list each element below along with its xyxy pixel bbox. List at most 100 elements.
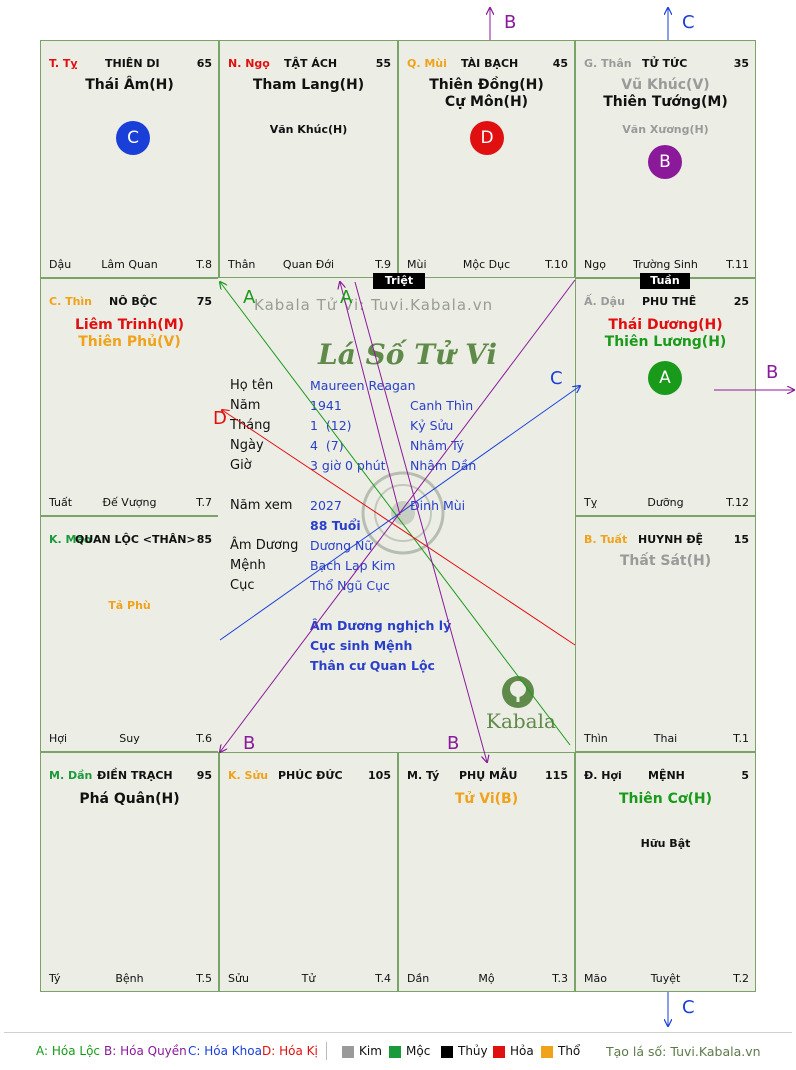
cell-bottom-left: Sửu	[228, 972, 249, 985]
legend-tho: Thổ	[558, 1044, 581, 1058]
cell-bottom-left: Hợi	[49, 732, 68, 745]
cell-score: 45	[552, 57, 568, 70]
watermark-text: Kabala Tử Vi: Tuvi.Kabala.vn	[254, 296, 494, 314]
cell-score: 5	[741, 769, 749, 782]
cell-bottom-mid: Trường Sinh	[633, 258, 698, 271]
label-day: Ngày	[230, 438, 264, 453]
legend-hoa-loc: A: Hóa Lộc	[36, 1044, 101, 1058]
legend-moc: Mộc	[406, 1044, 431, 1058]
cell-palace: MỆNH	[648, 769, 685, 782]
cell-palace: PHÚC ĐỨC	[278, 769, 343, 782]
main-star: Thiên Đồng(H)	[429, 77, 544, 93]
cell-bottom-mid: Đế Vượng	[102, 496, 157, 509]
cell-ngo-horse: N. Ngọ TẬT ÁCH 55 Tham Lang(H) Văn Khúc(…	[219, 40, 398, 278]
cell-palace: TỬ TỨC	[642, 57, 688, 70]
cell-branch: K. Sửu	[228, 769, 269, 782]
main-star: Vũ Khúc(V)	[621, 77, 710, 93]
cell-bottom-mid: Suy	[119, 732, 140, 745]
yin-yang-emblem	[361, 471, 445, 555]
cell-bottom-left: Mão	[584, 972, 607, 985]
cell-branch: T. Tỵ	[49, 57, 78, 70]
minor-star: Tả Phù	[108, 599, 151, 612]
cell-palace: PHỤ MẪU	[459, 769, 518, 782]
cell-score: 75	[196, 295, 212, 308]
cell-palace: TÀI BẠCH	[461, 57, 519, 70]
arrow-label-top-c: C	[682, 12, 695, 33]
cell-bottom-right: T.9	[375, 258, 391, 271]
legend-hoa: Hỏa	[510, 1044, 534, 1058]
cell-bottom-mid: Mộ	[478, 972, 495, 985]
legend-tho-swatch	[541, 1046, 553, 1058]
cell-ty-snake: T. Tỵ THIÊN DI 65 Thái Âm(H) C Dậu Lâm Q…	[40, 40, 219, 278]
arrow-label-bottom-c: C	[682, 997, 695, 1018]
main-star: Thái Âm(H)	[85, 77, 174, 93]
badge-d: D	[470, 121, 504, 155]
cell-bottom-right: T.7	[196, 496, 212, 509]
value-hour: 3 giờ 0 phút	[310, 458, 386, 473]
cell-bottom-left: Thìn	[584, 732, 608, 745]
cell-bottom-left: Tý	[49, 972, 61, 985]
tag-triet: Triệt	[373, 273, 425, 289]
cell-bottom-mid: Tuyệt	[650, 972, 681, 985]
cell-mao-rabbit: K. Mão QUAN LỘC <THÂN> 85 Tả Phù Hợi Suy…	[40, 516, 219, 752]
legend-hoa-ki: D: Hóa Kị	[262, 1044, 318, 1058]
footer-divider	[4, 1032, 792, 1033]
value-age: 88 Tuổi	[310, 518, 361, 533]
arrow-label-a1: A	[243, 287, 256, 308]
main-star: Tham Lang(H)	[252, 77, 365, 93]
main-star: Thiên Phủ(V)	[78, 334, 181, 350]
value-day-can-chi: Nhâm Tý	[410, 438, 465, 453]
cell-palace: QUAN LỘC <THÂN>	[75, 533, 196, 546]
cell-palace: TẬT ÁCH	[284, 57, 338, 70]
main-star: Cự Môn(H)	[444, 94, 529, 110]
badge-b: B	[648, 145, 682, 179]
cell-bottom-left: Mùi	[407, 258, 427, 271]
badge-a: A	[648, 361, 682, 395]
cell-bottom-left: Tỵ	[584, 496, 598, 509]
arrow-label-right-b: B	[766, 362, 779, 383]
label-am-duong: Âm Dương	[230, 538, 299, 553]
chart-title: Lá Số Tử Vi	[318, 338, 498, 371]
cell-bottom-mid: Thai	[653, 732, 678, 745]
cell-branch: Đ. Hợi	[584, 769, 622, 782]
main-star: Liêm Trinh(M)	[74, 317, 185, 333]
cell-branch: Q. Mùi	[407, 57, 447, 70]
cell-palace: THIÊN DI	[105, 57, 160, 70]
arrow-label-b-left: B	[243, 733, 256, 754]
value-month-can-chi: Kỷ Sửu	[410, 418, 454, 433]
cell-hoi-pig: Đ. Hợi MỆNH 5 Thiên Cơ(H) Hữu Bật Mão Tu…	[575, 752, 756, 992]
tag-tuan: Tuần	[640, 273, 690, 289]
cell-bottom-right: T.2	[733, 972, 749, 985]
arrow-label-b-center: B	[447, 733, 460, 754]
label-view-year: Năm xem	[230, 498, 293, 513]
value-name: Maureen Reagan	[310, 378, 416, 393]
cell-bottom-mid: Bệnh	[115, 972, 144, 985]
value-view-year: 2027	[310, 498, 342, 513]
cell-bottom-right: T.12	[726, 496, 749, 509]
cell-bottom-right: T.3	[552, 972, 568, 985]
cell-bottom-right: T.5	[196, 972, 212, 985]
kabala-tree-icon	[502, 676, 534, 708]
legend-hoa-quyen: B: Hóa Quyền	[104, 1044, 187, 1058]
value-hour-can-chi: Nhâm Dần	[410, 458, 477, 473]
arrow-label-d: D	[213, 408, 227, 429]
label-cuc: Cục	[230, 578, 255, 593]
value-view-can-chi: Đinh Mùi	[410, 498, 466, 513]
cell-score: 15	[733, 533, 749, 546]
note-line: Cục sinh Mệnh	[310, 638, 413, 653]
cell-branch: K. Mão	[49, 533, 92, 546]
label-year: Năm	[230, 398, 261, 413]
minor-star: Văn Khúc(H)	[269, 123, 348, 136]
cell-ty-rat: M. Tý PHỤ MẪU 115 Tử Vi(B) Dần Mộ T.3	[398, 752, 575, 992]
value-year-can-chi: Canh Thìn	[410, 398, 474, 413]
minor-star: Hữu Bật	[640, 837, 691, 850]
main-star: Thiên Lương(H)	[604, 334, 727, 350]
main-star: Thái Dương(H)	[608, 317, 723, 333]
cell-score: 85	[196, 533, 212, 546]
cell-bottom-mid: Quan Đới	[282, 258, 335, 271]
cell-bottom-right: T.10	[545, 258, 568, 271]
cell-tuat-dog: B. Tuất HUYNH ĐỆ 15 Thất Sát(H) Thìn Tha…	[575, 516, 756, 752]
cell-bottom-mid: Mộc Dục	[462, 258, 511, 271]
value-year: 1941	[310, 398, 342, 413]
label-hour: Giờ	[230, 458, 252, 473]
